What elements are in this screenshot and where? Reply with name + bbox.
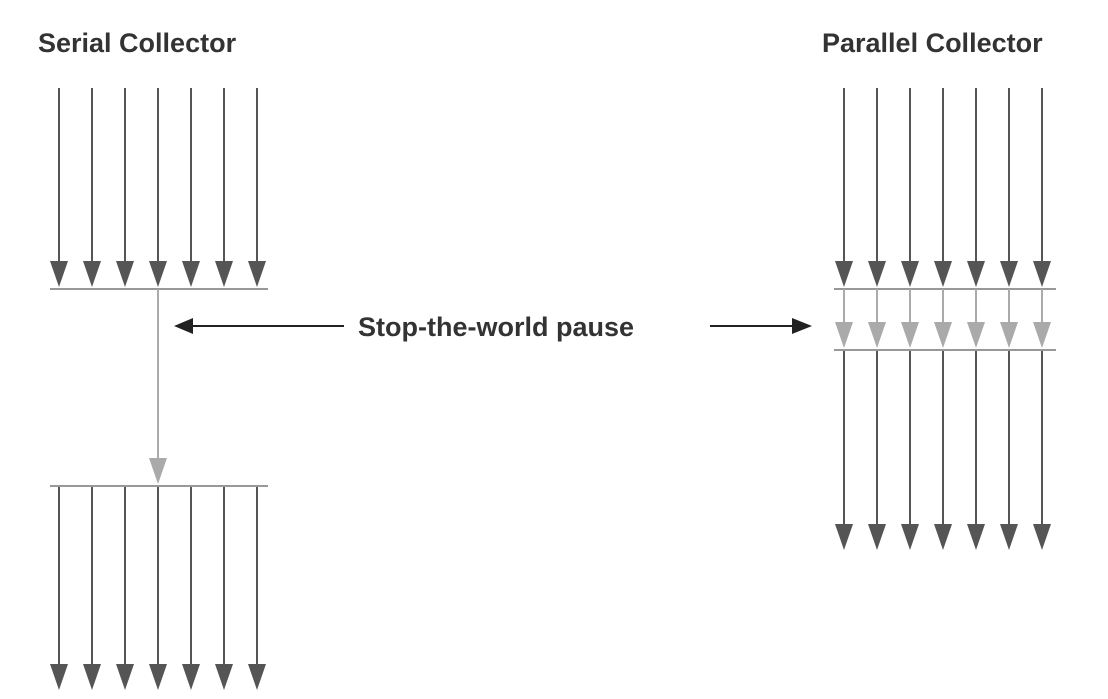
- parallel-gc-threads: [835, 289, 1051, 348]
- application-thread-arrow: [215, 88, 233, 287]
- application-thread-arrow: [901, 88, 919, 287]
- gc-thread-arrow: [835, 289, 853, 348]
- application-thread-arrow: [1033, 351, 1051, 550]
- serial-gc-thread: [149, 289, 167, 484]
- gc-thread-arrow: [1000, 289, 1018, 348]
- application-thread-arrow: [248, 88, 266, 287]
- pause-right-pointer: [710, 318, 812, 334]
- parallel-application-threads-before: [835, 88, 1051, 287]
- gc-thread-arrow: [901, 289, 919, 348]
- gc-thread-arrow: [1033, 289, 1051, 348]
- application-thread-arrow: [868, 88, 886, 287]
- application-thread-arrow: [149, 88, 167, 287]
- serial-application-threads-before: [50, 88, 266, 287]
- application-thread-arrow: [83, 487, 101, 690]
- application-thread-arrow: [116, 487, 134, 690]
- application-thread-arrow: [182, 88, 200, 287]
- application-thread-arrow: [835, 351, 853, 550]
- application-thread-arrow: [248, 487, 266, 690]
- serial-application-threads-after: [50, 487, 266, 690]
- application-thread-arrow: [934, 351, 952, 550]
- gc-thread-arrow: [149, 289, 167, 484]
- application-thread-arrow: [835, 88, 853, 287]
- application-thread-arrow: [116, 88, 134, 287]
- application-thread-arrow: [50, 88, 68, 287]
- pause-left-pointer: [174, 318, 344, 334]
- parallel-application-threads-after: [835, 351, 1051, 550]
- application-thread-arrow: [1033, 88, 1051, 287]
- application-thread-arrow: [1000, 88, 1018, 287]
- application-thread-arrow: [934, 88, 952, 287]
- application-thread-arrow: [50, 487, 68, 690]
- application-thread-arrow: [1000, 351, 1018, 550]
- application-thread-arrow: [901, 351, 919, 550]
- pause-label: Stop-the-world pause: [358, 312, 634, 342]
- gc-thread-arrow: [868, 289, 886, 348]
- application-thread-arrow: [83, 88, 101, 287]
- application-thread-arrow: [967, 351, 985, 550]
- parallel-collector-title: Parallel Collector: [822, 28, 1043, 58]
- application-thread-arrow: [182, 487, 200, 690]
- gc-thread-arrow: [934, 289, 952, 348]
- serial-collector-title: Serial Collector: [38, 28, 237, 58]
- application-thread-arrow: [967, 88, 985, 287]
- application-thread-arrow: [149, 487, 167, 690]
- application-thread-arrow: [868, 351, 886, 550]
- application-thread-arrow: [215, 487, 233, 690]
- gc-thread-arrow: [967, 289, 985, 348]
